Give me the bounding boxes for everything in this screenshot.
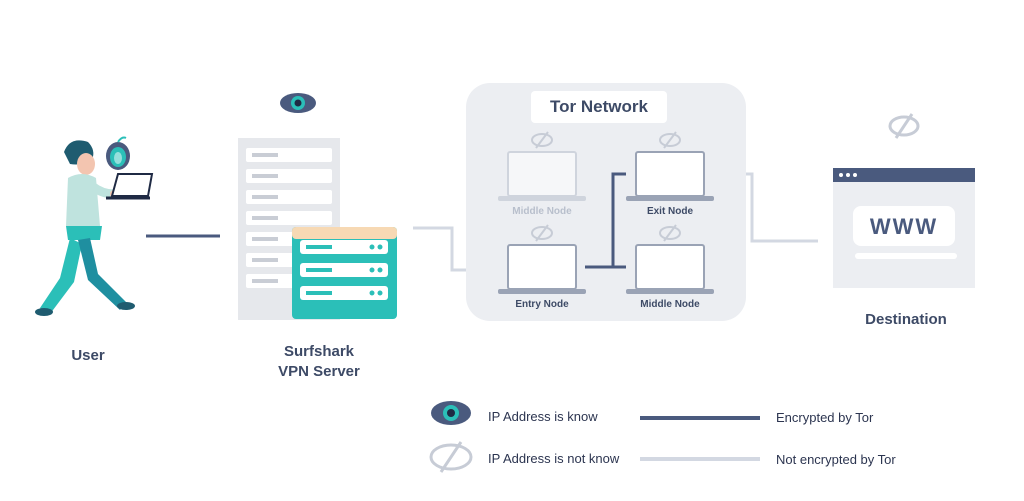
middle-node-bottom-label: Middle Node bbox=[640, 299, 700, 310]
eye-hidden-icon bbox=[531, 131, 553, 149]
user-label: User bbox=[71, 347, 105, 364]
user-figure bbox=[35, 136, 154, 316]
exit-node-label: Exit Node bbox=[646, 206, 694, 217]
legend-eye-hidden-icon bbox=[429, 441, 473, 473]
destination-browser-window bbox=[833, 168, 975, 288]
vpn-server-label-line1: Surfshark bbox=[283, 343, 355, 360]
middle-to-exit-line bbox=[611, 172, 626, 267]
entry-node-label: Entry Node bbox=[515, 299, 569, 310]
laptop-middle-node-top bbox=[498, 151, 586, 201]
surfshark-server-icon bbox=[292, 227, 397, 319]
eye-hidden-icon bbox=[659, 131, 681, 149]
eye-hidden-icon bbox=[888, 113, 920, 139]
eye-hidden-icon bbox=[531, 224, 553, 242]
laptop-entry-node bbox=[498, 244, 586, 294]
legend-not-encrypted-text: Not encrypted by Tor bbox=[776, 452, 896, 467]
legend-encrypted-text: Encrypted by Tor bbox=[776, 410, 874, 425]
tor-onion-icon bbox=[106, 136, 130, 170]
destination-label: Destination bbox=[865, 311, 947, 328]
laptop-exit-node bbox=[626, 151, 714, 201]
middle-node-top-label: Middle Node bbox=[512, 206, 572, 217]
www-text: WWW bbox=[870, 214, 938, 239]
laptop-middle-node-bottom bbox=[626, 244, 714, 294]
eye-visible-icon bbox=[280, 93, 316, 113]
legend-eye-visible-icon bbox=[431, 401, 471, 425]
eye-hidden-icon bbox=[659, 224, 681, 242]
legend-ip-known-text: IP Address is know bbox=[488, 409, 598, 424]
legend-ip-unknown-text: IP Address is not know bbox=[488, 451, 620, 466]
tor-network-title: Tor Network bbox=[531, 91, 667, 123]
vpn-server-label-line2: VPN Server bbox=[278, 363, 360, 380]
